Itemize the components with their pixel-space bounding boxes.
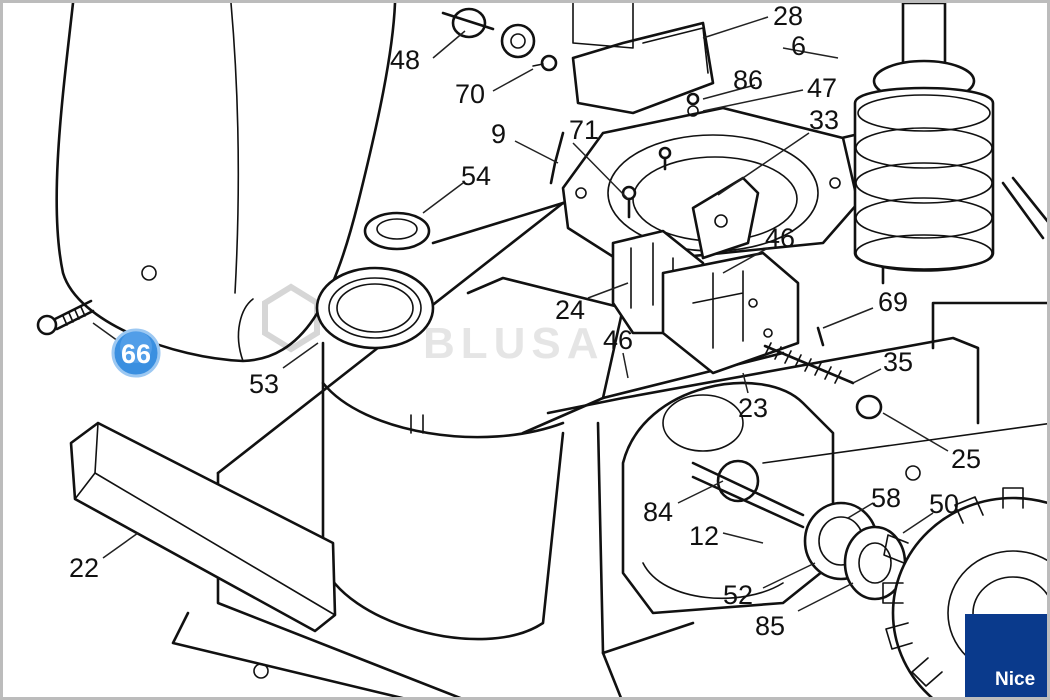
callout-9: 9	[491, 119, 506, 149]
callout-84: 84	[643, 497, 673, 527]
brand-name: Nice	[995, 669, 1036, 690]
callout-labels: 28 48 6 70 86 47 9 71 33 54 46 24 69 46 …	[69, 3, 981, 641]
callout-46-lower: 46	[603, 325, 633, 355]
callout-35: 35	[883, 347, 913, 377]
watermark-logo-icon	[262, 283, 320, 353]
screws-71	[621, 92, 700, 219]
bracket-28	[571, 3, 715, 115]
callout-23: 23	[738, 393, 768, 423]
callout-33: 33	[809, 105, 839, 135]
badge-label: 66	[121, 339, 151, 369]
callout-52: 52	[723, 580, 753, 610]
callout-28: 28	[773, 3, 803, 31]
callout-12: 12	[689, 521, 719, 551]
callout-6: 6	[791, 31, 806, 61]
handle-22	[69, 421, 337, 633]
pulley-6	[853, 3, 1047, 272]
callout-48: 48	[390, 45, 420, 75]
wire-9	[549, 131, 565, 185]
callout-25: 25	[951, 444, 981, 474]
callout-54: 54	[461, 161, 491, 191]
shaft-84	[691, 459, 805, 529]
callout-24: 24	[555, 295, 585, 325]
callout-70: 70	[455, 79, 485, 109]
callout-69: 69	[878, 287, 908, 317]
circuit-board	[611, 229, 800, 375]
highlight-badge-66[interactable]: 66	[111, 328, 161, 378]
leader-lines	[102, 16, 949, 612]
seal-54	[363, 211, 431, 251]
callout-50: 50	[929, 489, 959, 519]
callout-22: 22	[69, 553, 99, 583]
callout-85: 85	[755, 611, 785, 641]
callout-47: 47	[807, 73, 837, 103]
brand-logo: Nice	[965, 614, 1047, 697]
watermark: BLUSA	[262, 283, 605, 368]
cover-part	[55, 3, 397, 363]
watermark-text: BLUSA	[423, 319, 605, 368]
callout-46-upper: 46	[765, 223, 795, 253]
callout-58: 58	[871, 483, 901, 513]
callout-86: 86	[733, 65, 763, 95]
spring-35	[763, 326, 883, 420]
cam-part-48	[441, 7, 536, 59]
screw-66	[36, 299, 119, 342]
exploded-parts-diagram: BLUSA	[36, 3, 1047, 697]
screw-70	[532, 54, 558, 72]
bearing-58	[803, 501, 907, 601]
callout-53: 53	[249, 369, 279, 399]
callout-71: 71	[569, 115, 599, 145]
